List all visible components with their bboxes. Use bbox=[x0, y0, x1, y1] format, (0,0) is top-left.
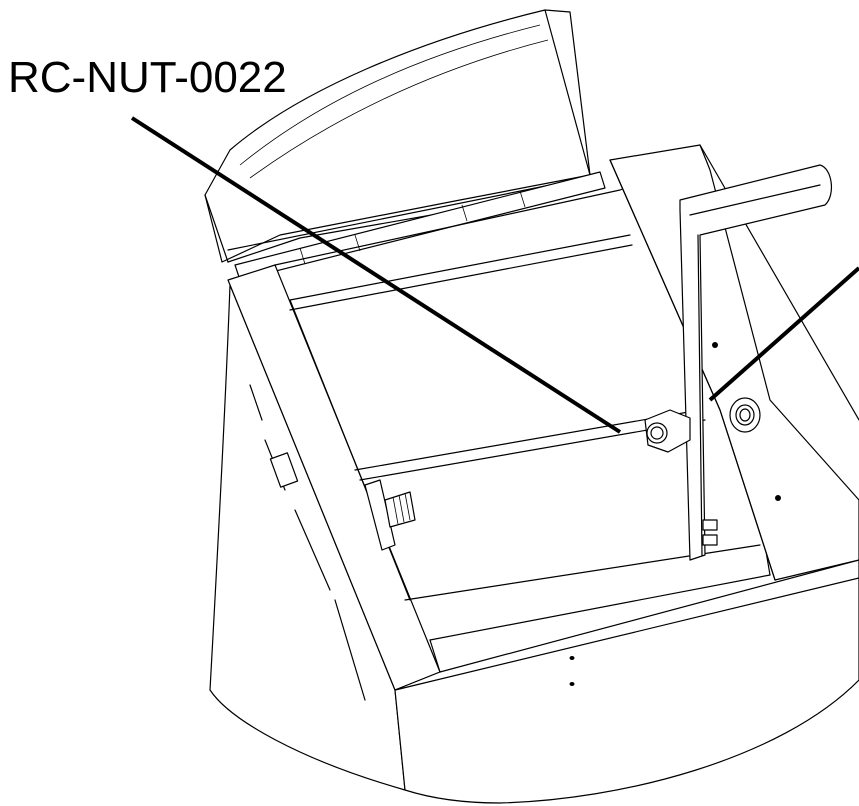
leader-line-nut bbox=[130, 116, 622, 434]
handle-bracket bbox=[679, 164, 833, 561]
right-wall bbox=[609, 144, 859, 581]
washer bbox=[729, 397, 761, 433]
hinged-lid bbox=[204, 9, 591, 263]
side-engraving bbox=[249, 384, 366, 701]
callout-label-nut: RC-NUT-0022 bbox=[8, 53, 287, 102]
threaded-stud bbox=[364, 479, 416, 551]
front-holes bbox=[569, 656, 575, 686]
leader-line-right bbox=[708, 266, 859, 402]
hex-nut bbox=[644, 409, 691, 453]
